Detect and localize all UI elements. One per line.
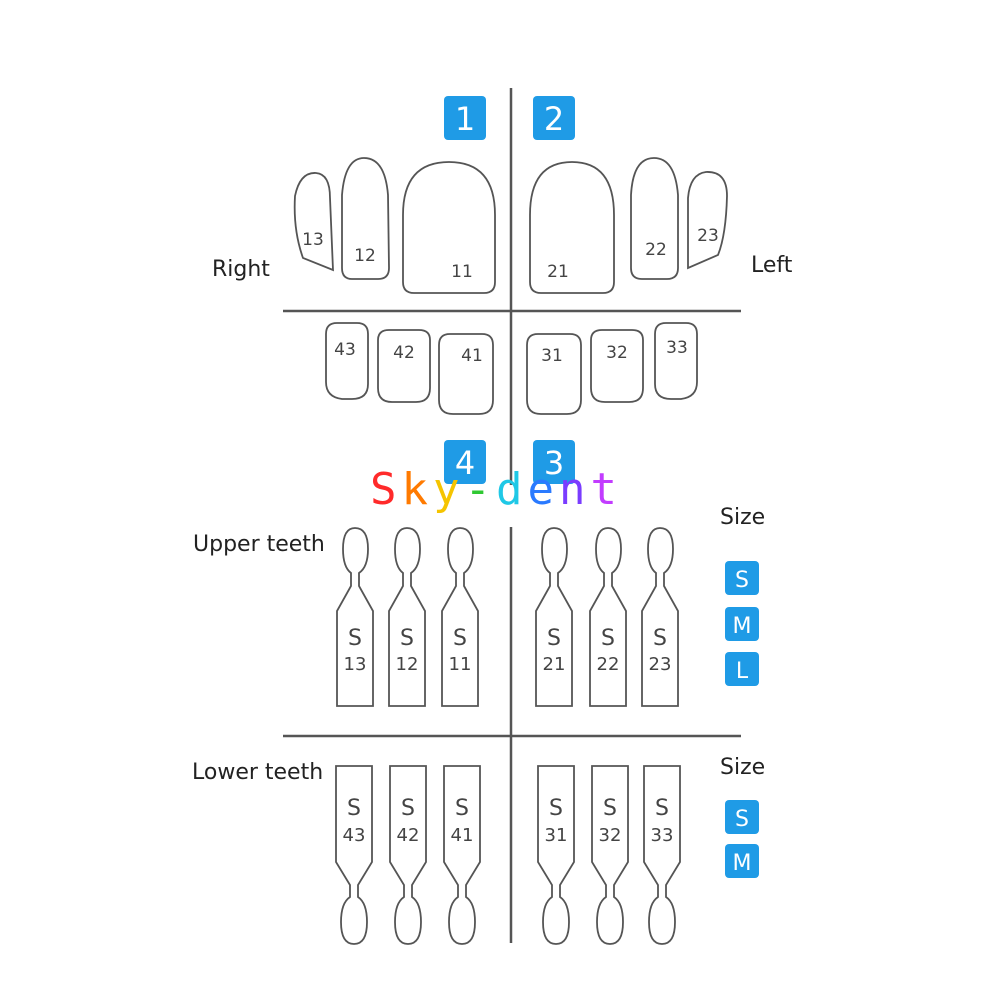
size-badge-label: M	[733, 614, 752, 639]
upper-tray-piece-11: S 11	[441, 527, 479, 707]
tooth-41: 41	[438, 333, 494, 415]
upper-size-badge-s: S	[725, 561, 759, 595]
piece-size: S	[603, 796, 617, 821]
piece-size: S	[348, 626, 362, 651]
quadrant-badge-2: 2	[533, 96, 575, 140]
size-badge-label: M	[733, 851, 752, 876]
brand-letter: t	[591, 464, 618, 515]
quadrant-badge-4: 4	[444, 440, 486, 484]
upper-tray-piece-23: S 23	[641, 527, 679, 707]
piece-number: 13	[344, 654, 367, 675]
piece-size: S	[601, 626, 615, 651]
lower-size-badge-s: S	[725, 800, 759, 834]
upper-size-badge-m: M	[725, 607, 759, 641]
lower-tray-piece-32: S 32	[591, 765, 629, 945]
tooth-number: 13	[302, 230, 324, 250]
brand-letter: y	[433, 464, 460, 515]
quadrant-badge-3: 3	[533, 440, 575, 484]
piece-size: S	[549, 796, 563, 821]
brand-letter: S	[370, 464, 397, 515]
tooth-31: 31	[526, 333, 582, 415]
tooth-number: 21	[547, 262, 569, 282]
quadrant-badge-label: 4	[455, 444, 475, 482]
brand-letter: -	[465, 464, 492, 515]
quadrant-badge-label: 2	[544, 100, 564, 138]
piece-size: S	[547, 626, 561, 651]
quadrant-badge-label: 1	[455, 100, 475, 138]
piece-size: S	[401, 796, 415, 821]
upper-tray-piece-13: S 13	[336, 527, 374, 707]
piece-number: 23	[649, 654, 672, 675]
upper-tray-piece-21: S 21	[535, 527, 573, 707]
tooth-number: 33	[666, 338, 688, 358]
lower-tray-piece-41: S 41	[443, 765, 481, 945]
tooth-33: 33	[654, 322, 698, 400]
brand-letter: d	[496, 464, 523, 515]
piece-size: S	[655, 796, 669, 821]
tooth-11: 11	[402, 161, 496, 294]
tooth-number: 22	[645, 240, 667, 260]
piece-size: S	[455, 796, 469, 821]
piece-size: S	[453, 626, 467, 651]
piece-number: 41	[451, 825, 474, 846]
tooth-number: 32	[606, 343, 628, 363]
upper-teeth-label: Upper teeth	[193, 532, 325, 557]
tooth-number: 11	[451, 262, 473, 282]
tooth-32: 32	[590, 329, 644, 403]
size-badge-label: L	[736, 659, 749, 684]
tooth-43: 43	[325, 322, 369, 400]
piece-number: 21	[543, 654, 566, 675]
lower-tray-piece-43: S 43	[335, 765, 373, 945]
lower-tray-piece-33: S 33	[643, 765, 681, 945]
tooth-42: 42	[377, 329, 431, 403]
piece-number: 43	[343, 825, 366, 846]
piece-number: 22	[597, 654, 620, 675]
piece-number: 12	[396, 654, 419, 675]
piece-number: 33	[651, 825, 674, 846]
tooth-number: 41	[461, 346, 483, 366]
piece-number: 32	[599, 825, 622, 846]
piece-size: S	[400, 626, 414, 651]
right-side-label: Right	[212, 257, 270, 282]
left-side-label: Left	[751, 253, 793, 278]
tooth-number: 31	[541, 346, 563, 366]
quadrant-badge-label: 3	[544, 444, 564, 482]
lower-teeth-label: Lower teeth	[192, 760, 323, 785]
lower-tray-piece-31: S 31	[537, 765, 575, 945]
lower-size-badge-m: M	[725, 844, 759, 878]
upper-size-title: Size	[720, 505, 765, 530]
piece-size: S	[347, 796, 361, 821]
tooth-number: 23	[697, 226, 719, 246]
tooth-number: 42	[393, 343, 415, 363]
tooth-13: 13	[293, 172, 334, 272]
piece-size: S	[653, 626, 667, 651]
tooth-number: 43	[334, 340, 356, 360]
upper-tray-piece-12: S 12	[388, 527, 426, 707]
tooth-22: 22	[630, 157, 679, 280]
brand-letter: k	[402, 464, 429, 515]
tooth-number: 12	[354, 246, 376, 266]
tooth-21: 21	[529, 161, 615, 294]
size-badge-label: S	[735, 568, 749, 593]
tooth-12: 12	[341, 157, 390, 280]
tooth-23: 23	[687, 171, 728, 270]
piece-number: 42	[397, 825, 420, 846]
lower-tray-piece-42: S 42	[389, 765, 427, 945]
lower-size-title: Size	[720, 755, 765, 780]
brand-letter: e	[528, 464, 555, 515]
quadrant-badge-1: 1	[444, 96, 486, 140]
upper-size-badge-l: L	[725, 652, 759, 686]
brand-letter: n	[559, 464, 586, 515]
size-badge-label: S	[735, 807, 749, 832]
piece-number: 11	[449, 654, 472, 675]
upper-tray-piece-22: S 22	[589, 527, 627, 707]
piece-number: 31	[545, 825, 568, 846]
